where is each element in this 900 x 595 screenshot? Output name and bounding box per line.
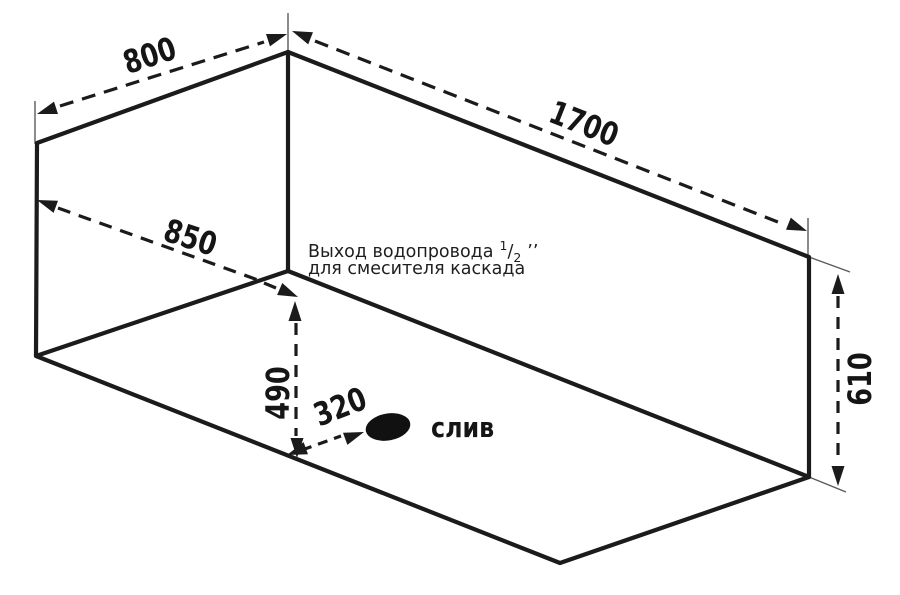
arrowhead-1700-left — [292, 31, 313, 45]
pipe-outlet-note-line1: Выход водопровода 1/2 ’’ — [308, 238, 538, 265]
note-fraction-numerator: 1 — [499, 238, 507, 253]
dim-line-800 — [59, 40, 265, 108]
tub-silhouette — [33, 49, 812, 566]
note-prefix: Выход водопровода — [308, 242, 493, 262]
arrowhead-490-top — [288, 301, 302, 321]
arrowhead-1700-right — [786, 217, 807, 231]
extension-line-right-upper-diagonal — [808, 256, 851, 273]
dim-line-850 — [57, 206, 259, 282]
extension-line-right-lower-diagonal — [808, 476, 847, 493]
pipe-outlet-note-line2: для смесителя каскада — [308, 259, 525, 279]
dim-line-320 — [301, 434, 342, 452]
note-inch-marks: ’’ — [527, 242, 538, 262]
drain-label: слив — [431, 412, 494, 444]
extension-lines — [34, 13, 851, 493]
dim-850-leader-dash — [263, 281, 277, 290]
arrowhead-800-right — [266, 34, 287, 47]
arrowhead-850-left — [37, 200, 58, 213]
note-fraction-slash: / — [507, 242, 513, 262]
arrowhead-320-right — [343, 432, 364, 445]
drain-hole — [365, 413, 411, 441]
dim-800: 800 — [37, 29, 287, 114]
tub-body — [33, 49, 812, 566]
dim-490: 490 — [259, 301, 304, 458]
arrowhead-850-corner — [277, 283, 298, 297]
note-fraction-denominator: 2 — [513, 250, 521, 265]
tub-bottom-right-edge — [285, 268, 812, 480]
pipe-outlet-note: Выход водопровода 1/2 ’’ для смесителя кас… — [308, 238, 538, 279]
arrowhead-800-left — [37, 101, 58, 114]
arrowhead-610-bottom — [831, 466, 845, 486]
arrowhead-320-left — [287, 442, 308, 455]
drain: слив — [365, 412, 494, 445]
tub-bottom-left-edge — [33, 268, 291, 359]
arrowhead-610-top — [831, 274, 845, 294]
dim-label-490: 490 — [259, 366, 297, 419]
dim-610: 610 — [831, 274, 879, 486]
dim-label-610: 610 — [841, 352, 879, 405]
dim-line-1700 — [314, 39, 784, 226]
